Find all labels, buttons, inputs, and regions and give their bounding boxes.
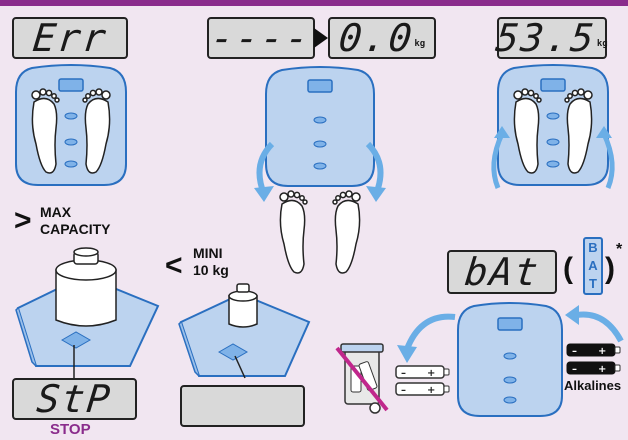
step-on-left-arrow-icon <box>491 132 505 189</box>
scale-battery-back <box>457 302 563 417</box>
mini-label-line2: 10 kg <box>193 262 229 278</box>
pointer-line-stop <box>73 345 75 379</box>
lcd-err-text: Err <box>30 16 110 60</box>
svg-text:+: + <box>427 368 435 379</box>
lcd-weight-display: 53.5 kg <box>494 16 608 60</box>
lcd-bat-text: bAt <box>462 250 542 294</box>
lcd-bat-display: bAt <box>447 250 557 294</box>
svg-text:–: – <box>401 385 406 396</box>
mini-symbol: < <box>165 249 183 282</box>
lcd-err-display: Err <box>12 16 128 60</box>
svg-text:–: – <box>572 364 577 375</box>
scale-overload-weight <box>15 247 160 367</box>
max-label-line1: MAX <box>40 204 72 220</box>
svg-text:+: + <box>598 346 606 357</box>
arrow-right-icon <box>314 28 328 48</box>
lcd-weight-unit: kg <box>596 39 608 49</box>
top-accent-strip <box>0 0 628 6</box>
svg-text:+: + <box>427 385 435 396</box>
lcd-zero-display: 0.0 kg <box>328 16 436 60</box>
battery-new-1-icon: – + <box>566 343 621 357</box>
small-weight-icon <box>228 283 258 328</box>
right-foot-icon <box>82 88 111 174</box>
left-foot-on-icon <box>513 88 542 174</box>
pointer-line-mini <box>234 355 246 379</box>
bat-letter-b: B <box>588 240 598 255</box>
arrow-battery-in-icon <box>565 305 624 343</box>
lcd-zero-unit: kg <box>414 39 426 49</box>
battery-old-1-icon: – + <box>395 365 450 379</box>
lcd-dashes-display: ---- <box>207 16 315 60</box>
left-foot-icon <box>31 88 60 174</box>
lcd-stop-text: StP <box>34 377 115 421</box>
right-foot-on-icon <box>564 88 593 174</box>
lcd-weight-text: 53.5 <box>494 16 599 60</box>
svg-text:–: – <box>572 346 577 357</box>
scale-with-feet-err <box>15 64 127 186</box>
step-on-right-arrow-icon <box>601 132 615 189</box>
svg-text:+: + <box>598 364 606 375</box>
max-label-line2: CAPACITY <box>40 221 111 237</box>
large-weight-icon <box>55 247 117 327</box>
bat-letter-t: T <box>589 276 597 291</box>
bat-paren-close: ) <box>605 252 615 285</box>
lcd-zero-text: 0.0 <box>336 16 416 60</box>
lcd-stop-display: StP <box>12 377 137 421</box>
right-foot-off-icon <box>332 190 361 274</box>
arrow-battery-out-icon <box>397 313 456 363</box>
bat-letter-a: A <box>588 258 598 273</box>
lcd-blank-display <box>180 385 305 427</box>
alkalines-label: Alkalines <box>564 378 622 393</box>
svg-text:–: – <box>401 368 406 379</box>
bat-symbol-icon: B A T <box>583 237 603 295</box>
lcd-dashes-text: ---- <box>208 16 314 60</box>
mini-label-line1: MINI <box>193 245 223 261</box>
left-foot-off-icon <box>279 190 308 274</box>
scale-step-off <box>254 66 386 274</box>
max-symbol: > <box>14 204 32 237</box>
stop-label: STOP <box>50 421 91 438</box>
battery-new-2-icon: – + <box>566 361 621 375</box>
bat-asterisk: * <box>616 241 623 258</box>
bat-paren-open: ( <box>563 252 573 285</box>
scale-small-weight <box>178 283 311 379</box>
recycle-bin-crossed-icon <box>335 343 389 414</box>
battery-old-2-icon: – + <box>395 382 450 396</box>
scale-with-feet-weight <box>491 64 615 189</box>
